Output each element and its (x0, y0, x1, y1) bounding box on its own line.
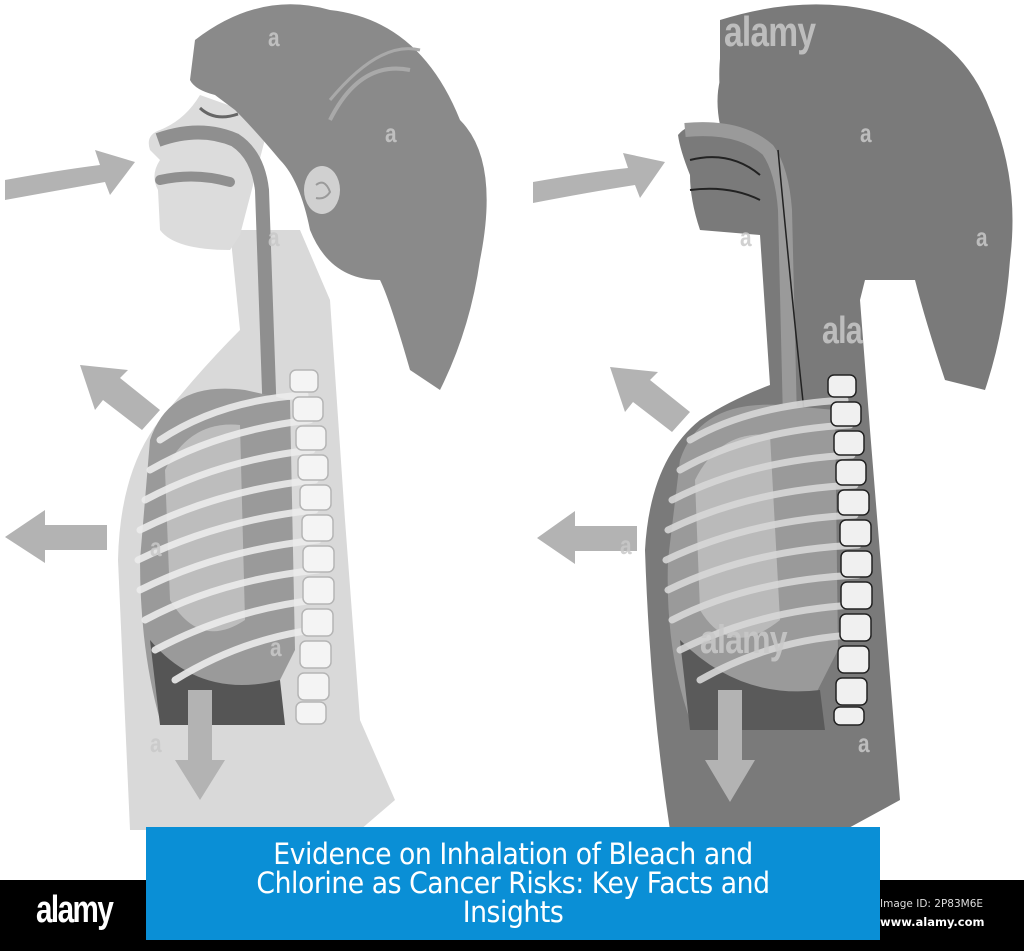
watermark: a (858, 728, 870, 758)
image-id: Image ID: 2P83M6E (880, 898, 984, 910)
watermark: alamy (700, 618, 788, 662)
left-figure (5, 4, 487, 830)
watermark: a (620, 530, 632, 560)
alamy-logo: alamy (36, 889, 114, 931)
footer-meta: Image ID: 2P83M6E www.alamy.com (880, 898, 1020, 929)
watermark: a (860, 118, 872, 148)
watermark: a (150, 532, 162, 562)
watermark: a (150, 728, 162, 758)
title-banner: Evidence on Inhalation of Bleach and Chl… (146, 827, 880, 940)
watermark: ala (822, 310, 863, 352)
watermark: a (976, 222, 988, 252)
watermark: a (268, 222, 280, 252)
page-title: Evidence on Inhalation of Bleach and Chl… (256, 837, 770, 929)
watermark: alamy (724, 8, 816, 55)
watermark: a (268, 22, 280, 52)
right-figure (533, 4, 1013, 830)
site-url: www.alamy.com (880, 915, 985, 929)
watermark: a (740, 222, 752, 252)
watermark: a (385, 118, 397, 148)
watermark: a (270, 632, 282, 662)
inhale-arrow-left (5, 150, 135, 200)
